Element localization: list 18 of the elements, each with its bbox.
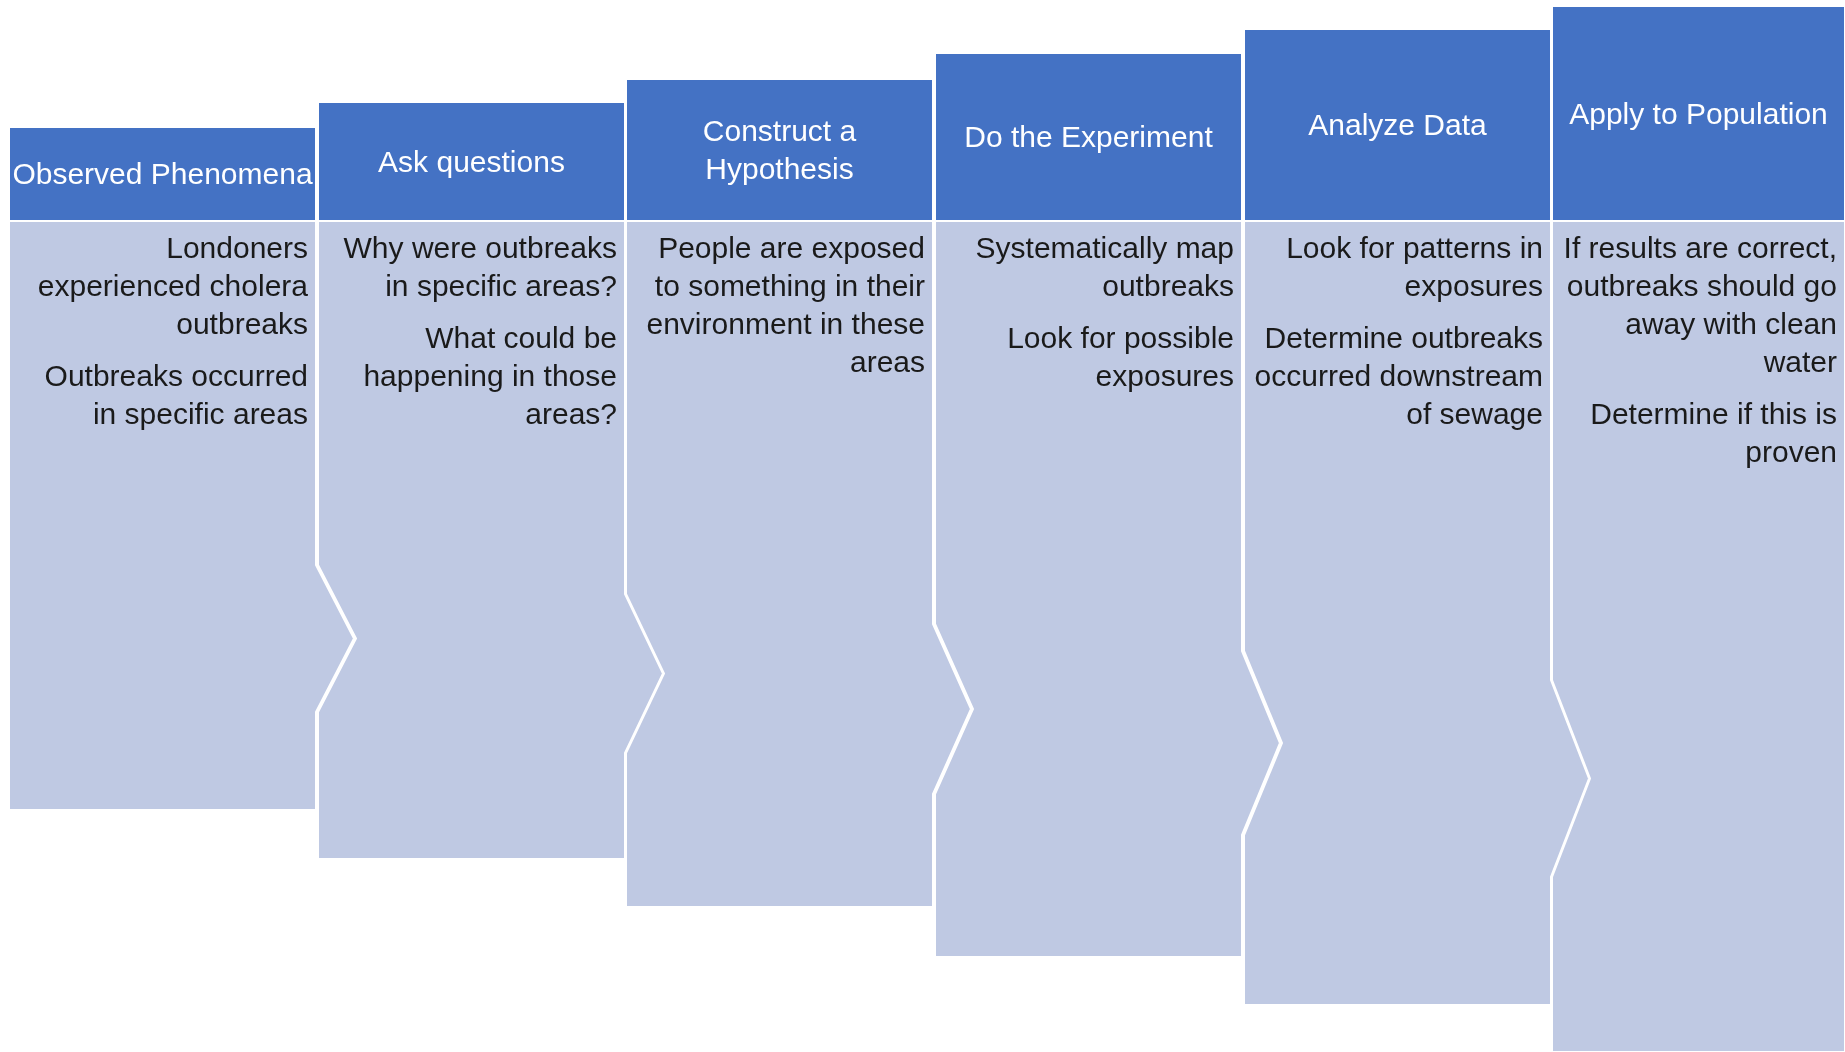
step-text: Look for patterns in exposures — [1285, 230, 1543, 304]
step-text: Outbreaks occurred in specific areas — [43, 358, 308, 432]
step-text: People are exposed to something in their environment in these areas — [645, 230, 925, 380]
step-text: What could be happening in those areas? — [362, 320, 617, 432]
step-text: Londoners experienced cholera outbreaks — [36, 230, 308, 342]
step-text: Determine outbreaks occurred downstream of sewage — [1253, 320, 1543, 432]
step-text: Determine if this is proven — [1589, 396, 1837, 470]
step-text: Systematically map outbreaks — [974, 230, 1234, 304]
column-heading: Apply to Population — [1568, 95, 1829, 132]
process-column — [1552, 6, 1845, 1052]
column-heading: Construct a Hypothesis — [701, 113, 858, 187]
step-text: Why were outbreaks in specific areas? — [342, 230, 617, 304]
step-text: If results are correct, outbreaks should go away with clean water — [1562, 230, 1837, 380]
column-heading: Do the Experiment — [963, 119, 1214, 155]
step-text: Look for possible exposures — [1006, 320, 1234, 394]
column-heading: Observed Phenomena — [11, 156, 314, 192]
column-heading: Analyze Data — [1307, 107, 1488, 143]
column-heading: Ask questions — [377, 143, 566, 180]
